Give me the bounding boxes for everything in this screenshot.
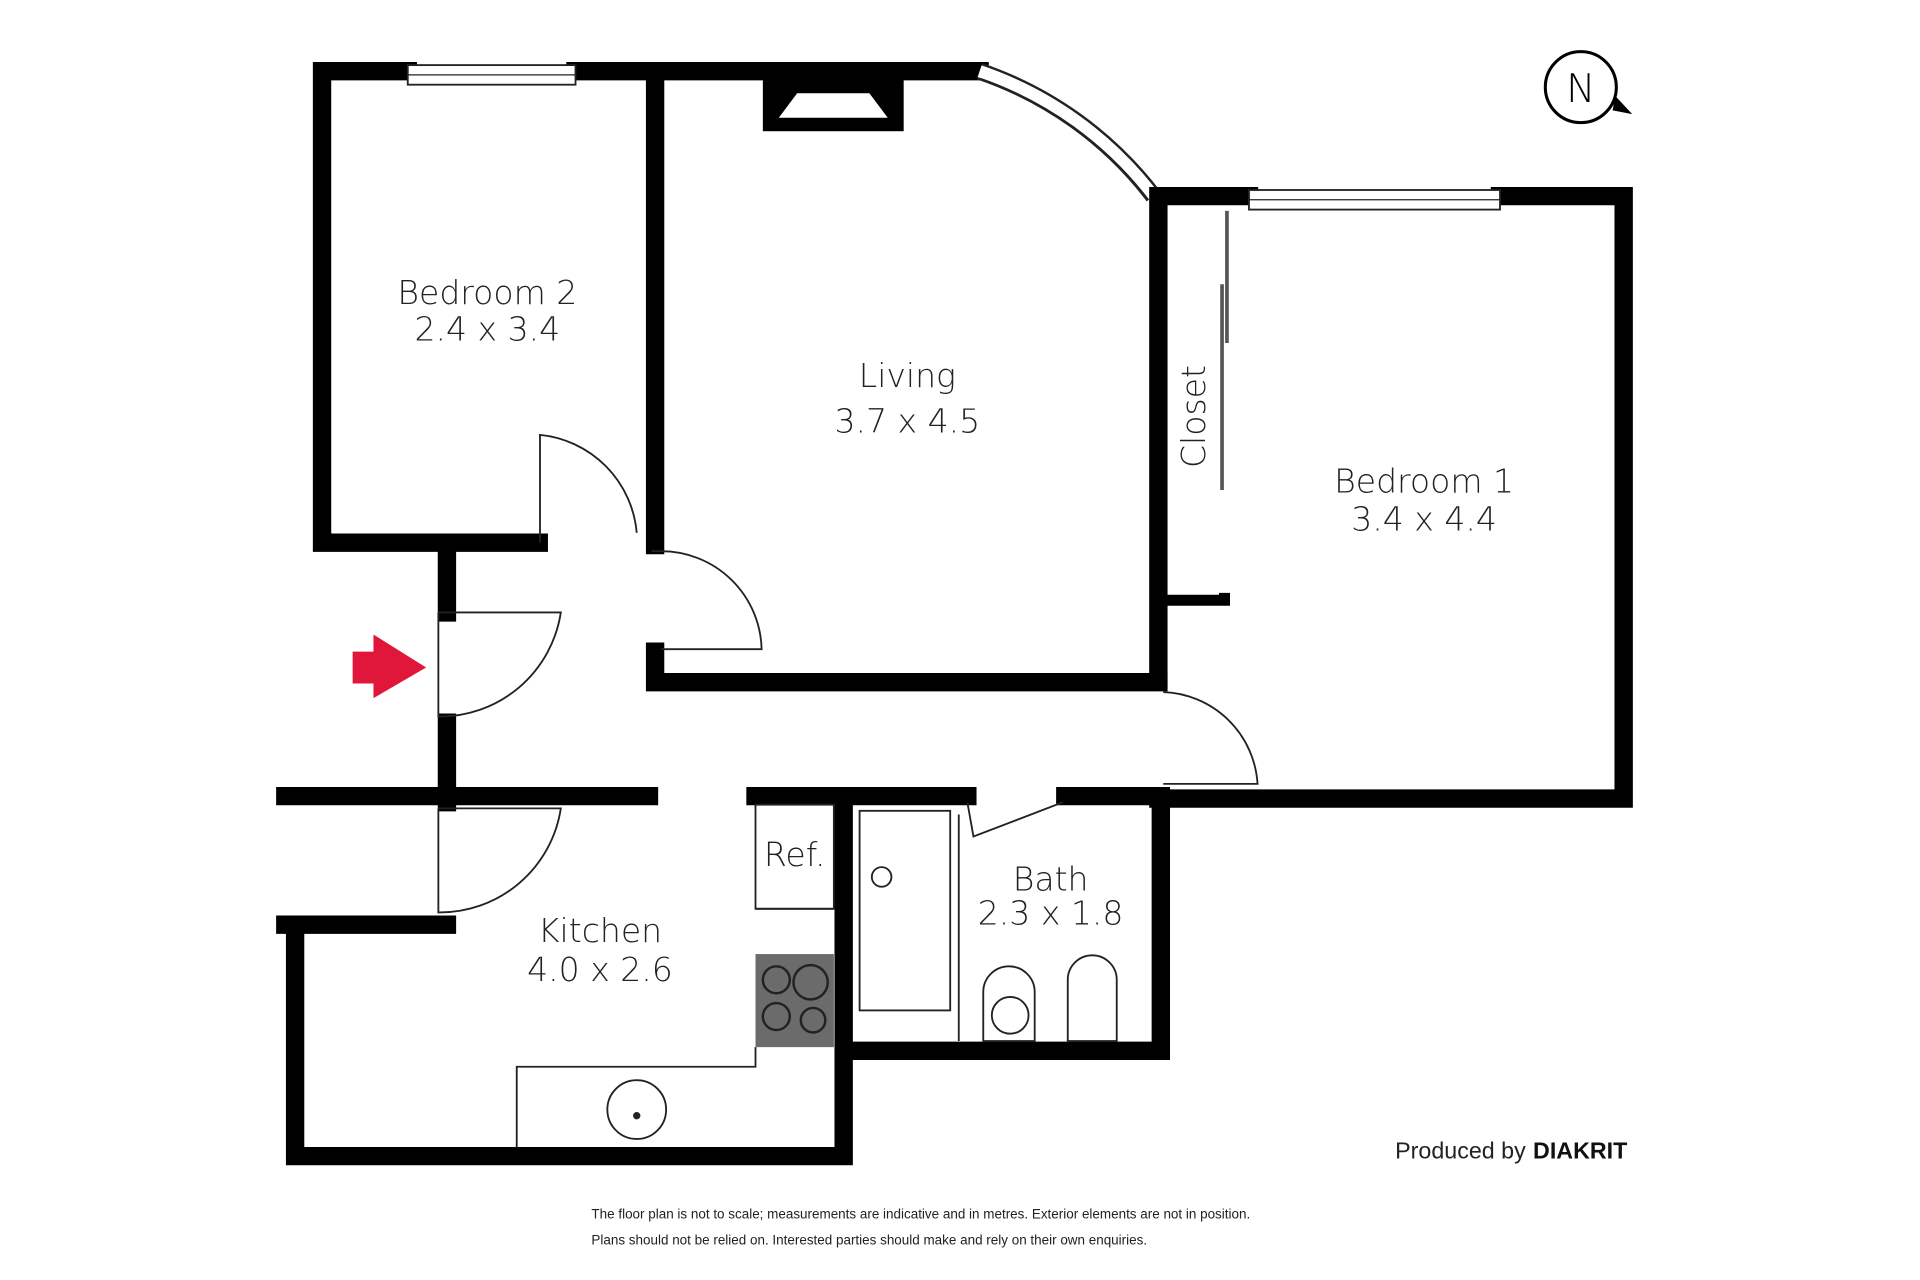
door-bedroom2 [539,433,638,543]
bath-fixtures [858,809,1118,1042]
toilet-icon [1066,954,1118,1042]
room-name: Bedroom 2 [397,273,577,312]
compass: N [1543,50,1633,125]
disclaimer-line-2: Plans should not be relied on. Intereste… [591,1232,1147,1247]
entry-arrow-icon [352,634,427,699]
room-size: 2.3 x 1.8 [978,894,1124,933]
closet-label: Closet [1174,365,1213,468]
room-size: 2.4 x 3.4 [415,310,561,349]
credit-prefix: Produced by [1395,1138,1526,1164]
ref-label: Ref. [764,835,826,874]
room-labels: Bedroom 2 2.4 x 3.4 Living 3.7 x 4.5 Bed… [397,273,1514,989]
door-entry [437,611,562,718]
door-kitchen [437,807,562,914]
room-name: Bath [1013,859,1089,898]
doors [437,433,1259,914]
room-name: Kitchen [538,911,662,950]
kitchen-fixtures [515,803,835,1148]
credit-brand: DIAKRIT [1533,1138,1627,1164]
door-living [651,550,763,651]
disclaimer-line-1: The floor plan is not to scale; measurem… [591,1207,1250,1222]
basin-icon [990,996,1030,1035]
door-bath [966,801,1064,838]
bathtub-icon [858,809,952,1012]
kitchen-sink-icon [606,1079,668,1140]
walls [276,62,1633,1166]
door-bedroom1 [1163,691,1259,785]
room-size: 3.4 x 4.4 [1351,499,1497,538]
room-name: Bedroom 1 [1334,461,1514,500]
room-size: 4.0 x 2.6 [527,950,673,989]
room-size: 3.7 x 4.5 [835,401,981,440]
room-name: Living [859,356,956,395]
north-label: N [1566,67,1595,112]
credit: Produced by DIAKRIT [1395,1138,1627,1164]
